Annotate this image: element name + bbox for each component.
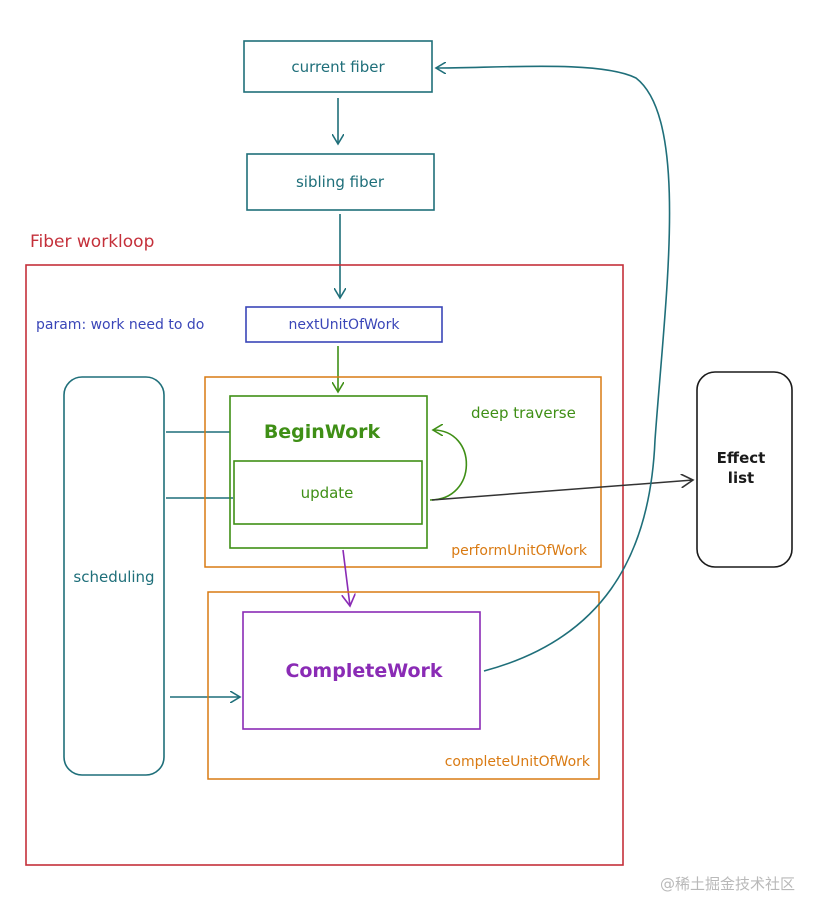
watermark: @稀土掘金技术社区 xyxy=(660,875,795,893)
complete-work-label: CompleteWork xyxy=(285,660,442,682)
beginwork-to-completework-arrow xyxy=(343,549,350,606)
begin-work-node: BeginWork xyxy=(229,395,428,549)
fiber-workloop-frame xyxy=(25,264,624,866)
update-node: update xyxy=(233,460,423,525)
next-unit-of-work-label: nextUnitOfWork xyxy=(289,317,401,333)
effect-list-label-line1: Effect xyxy=(717,449,766,467)
complete-work-node: CompleteWork xyxy=(242,611,481,730)
perform-unit-of-work-label: performUnitOfWork xyxy=(451,543,588,559)
sibling-fiber-label: sibling fiber xyxy=(296,173,385,191)
effect-list-label-line2: list xyxy=(728,469,754,487)
effect-list-node: Effect list xyxy=(696,371,793,568)
current-fiber-label: current fiber xyxy=(291,58,385,76)
fiber-workloop-label: Fiber workloop xyxy=(30,232,154,252)
param-annotation: param: work need to do xyxy=(36,317,204,333)
next-unit-of-work-node: nextUnitOfWork xyxy=(245,306,443,343)
deep-traverse-loop-arrow xyxy=(429,430,468,501)
completework-to-current-fiber-arrow xyxy=(436,66,671,672)
deep-traverse-annotation: deep traverse xyxy=(471,404,576,422)
update-label: update xyxy=(301,484,354,502)
scheduling-node: scheduling xyxy=(63,376,165,776)
current-fiber-node: current fiber xyxy=(243,40,433,93)
scheduling-label: scheduling xyxy=(73,568,154,586)
update-to-effect-list-arrow xyxy=(431,480,693,501)
perform-unit-of-work-frame xyxy=(204,376,602,568)
complete-unit-of-work-frame xyxy=(207,591,600,780)
complete-unit-of-work-label: completeUnitOfWork xyxy=(445,754,591,770)
begin-work-label: BeginWork xyxy=(264,421,381,443)
sibling-fiber-node: sibling fiber xyxy=(246,153,435,211)
